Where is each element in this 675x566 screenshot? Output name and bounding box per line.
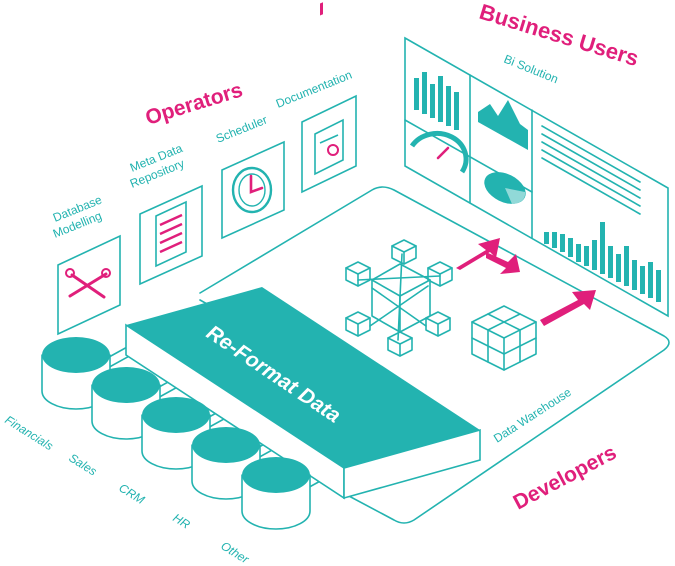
node-bottom-left	[345, 311, 371, 337]
bi-solution-dashboard	[404, 36, 669, 318]
source-label-financials: Financials	[2, 413, 55, 454]
cube-network-icon	[345, 239, 453, 357]
reformat-data-block	[125, 287, 481, 500]
database-sales	[91, 367, 161, 440]
node-bottom	[387, 331, 413, 357]
panel-scheduler	[221, 140, 285, 240]
data-warehouse-label: Data Warehouse	[491, 385, 574, 446]
gauge-icon	[409, 130, 469, 174]
node-left	[345, 261, 371, 287]
panel-database-modelling	[57, 234, 121, 336]
wrench-screwdriver-icon	[65, 268, 111, 299]
database-financials	[41, 337, 111, 410]
dashboard-text-lines	[541, 125, 641, 215]
node-top	[391, 239, 417, 265]
node-bottom-right	[425, 311, 451, 337]
area-chart-icon	[478, 100, 528, 150]
pie-icon	[484, 172, 526, 204]
server-list-icon	[155, 200, 187, 268]
bi-solution-label: Bi Solution	[502, 52, 560, 86]
source-label-crm: CRM	[116, 481, 147, 507]
arrow-icon	[456, 238, 596, 326]
source-label-hr: HR	[170, 511, 192, 532]
database-other	[241, 457, 311, 530]
source-label-other: Other	[218, 539, 252, 566]
big-bar-chart-icon	[544, 222, 661, 302]
panel-documentation	[301, 2, 357, 194]
developers-heading: Developers	[510, 441, 621, 514]
panel-meta-data-repository	[139, 184, 203, 286]
node-right	[427, 261, 453, 287]
document-chart-icon	[314, 2, 344, 176]
source-label-sales: Sales	[66, 451, 99, 479]
business-users-heading: Business Users	[477, 0, 642, 71]
clock-icon	[231, 166, 273, 214]
bar-chart-icon	[414, 72, 459, 130]
database-crm	[141, 397, 211, 470]
operators-heading: Operators	[143, 78, 246, 129]
cube-stack-icon	[471, 305, 537, 371]
scheduler-label: Scheduler	[214, 113, 269, 146]
